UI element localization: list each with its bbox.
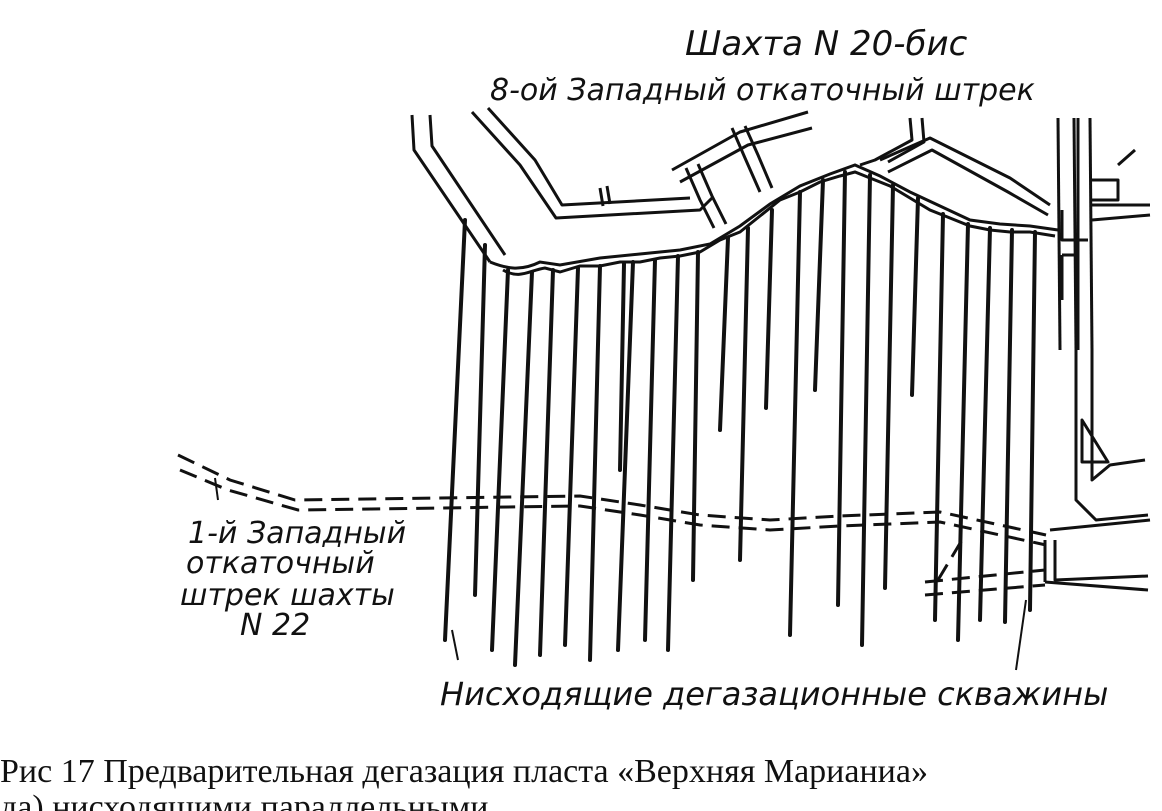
- borehole: [616, 260, 635, 652]
- svg-text:штрек шахты: штрек шахты: [180, 578, 395, 613]
- borehole: [666, 254, 680, 652]
- borehole: [738, 226, 750, 562]
- upper-drift-label: 8-ой Западный откаточный штрек: [490, 73, 1035, 108]
- borehole: [443, 218, 467, 642]
- borehole: [836, 170, 847, 607]
- borehole: [1003, 228, 1014, 624]
- svg-text:откаточный: откаточный: [186, 546, 375, 581]
- borehole: [513, 270, 534, 667]
- borehole: [490, 268, 510, 652]
- borehole: [588, 264, 602, 662]
- leader-lines: [214, 477, 1027, 671]
- borehole: [618, 262, 626, 472]
- upper-workings: [410, 106, 1151, 592]
- lower-drift: [177, 453, 1047, 597]
- borehole: [910, 196, 920, 397]
- figure-caption: Рис 17 Предварительная дегазация пласта …: [0, 753, 928, 790]
- figure-caption-line2: да) нисходящими параллельными: [0, 789, 488, 811]
- borehole: [933, 212, 945, 622]
- borehole: [538, 268, 555, 657]
- lower-drift-label: 1-й Западный откаточный штрек шахты N 22: [180, 516, 406, 643]
- svg-text:N 22: N 22: [240, 608, 310, 643]
- borehole: [764, 208, 774, 410]
- borehole: [718, 236, 730, 432]
- boreholes: [443, 170, 1037, 667]
- borehole: [883, 183, 895, 590]
- borehole: [691, 250, 700, 582]
- borehole: [860, 173, 872, 647]
- mine-title: Шахта N 20-бис: [685, 24, 968, 64]
- borehole: [473, 243, 487, 597]
- borehole: [813, 178, 825, 392]
- borehole: [788, 190, 802, 637]
- upper-drift: [489, 163, 1059, 276]
- boreholes-label: Нисходящие дегазационные скважины: [440, 675, 1108, 713]
- borehole: [1028, 230, 1037, 612]
- borehole: [643, 258, 657, 642]
- svg-text:1-й Западный: 1-й Западный: [188, 516, 406, 551]
- borehole: [563, 266, 580, 647]
- borehole: [978, 226, 992, 622]
- borehole: [956, 222, 970, 642]
